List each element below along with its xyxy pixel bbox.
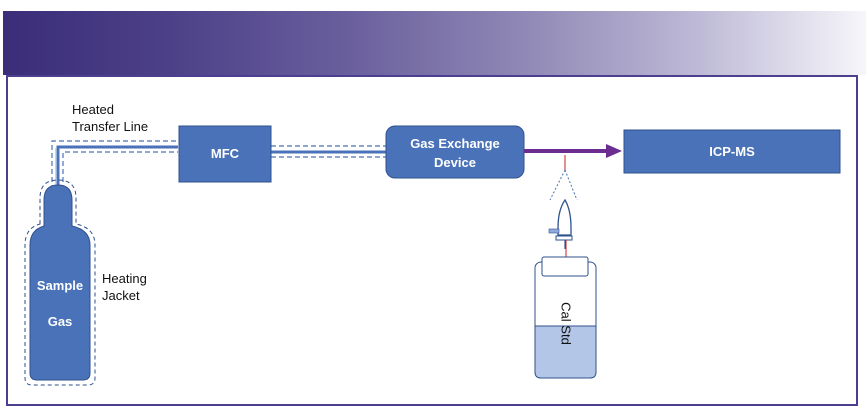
heated-transfer-line-label-line1: Heated <box>72 102 114 117</box>
sample-gas-label-line1: Sample <box>36 278 84 293</box>
sample-gas-cylinder[interactable] <box>24 179 96 386</box>
cal-std-label: Cal Std <box>558 302 574 345</box>
heated-transfer-line-label: Heated Transfer Line <box>72 101 148 135</box>
header-band <box>3 11 866 75</box>
sample-gas-label-line2: Gas <box>47 314 73 329</box>
heating-jacket-label-line2: Jacket <box>102 288 140 303</box>
spray-cone <box>549 169 578 201</box>
gas-exchange-label: Gas Exchange Device <box>386 134 524 172</box>
heated-transfer-line-1 <box>51 140 178 190</box>
flow-arrow <box>524 144 622 158</box>
mfc-label: MFC <box>210 146 240 161</box>
cal-std-bottle[interactable] <box>534 256 597 379</box>
mfc-box[interactable] <box>178 125 272 183</box>
sample-gas-label: Sample Gas <box>30 268 90 340</box>
heated-transfer-line-label-line2: Transfer Line <box>72 119 149 134</box>
heated-transfer-line-2 <box>271 145 386 158</box>
nebulizer <box>548 198 573 257</box>
icp-ms-box[interactable] <box>623 129 841 174</box>
gas-exchange-label-line1: Gas Exchange <box>410 136 500 151</box>
heating-jacket-label-line1: Heating <box>102 271 147 286</box>
diagram-frame <box>6 75 858 406</box>
heating-jacket-label: Heating Jacket <box>102 270 147 304</box>
icp-ms-label: ICP-MS <box>709 144 755 159</box>
gas-exchange-label-line2: Device <box>434 155 476 170</box>
